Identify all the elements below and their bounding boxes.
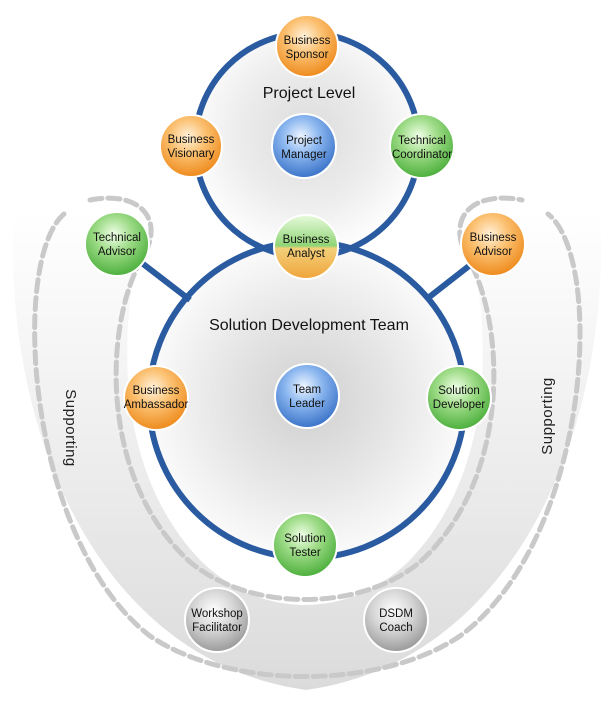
node-solution-tester: Solution Tester [272, 512, 338, 578]
node-label-line: Developer [433, 399, 486, 411]
node-label-line: Business [284, 35, 331, 47]
node-label-line: Advisor [474, 246, 513, 258]
node-label-line: Workshop [191, 608, 243, 620]
node-business-advisor: Business Advisor [460, 211, 526, 277]
node-label-line: Project [286, 135, 323, 147]
node-business-visionary: Business Visionary [159, 114, 223, 178]
node-label-line: Team [293, 384, 321, 396]
node-label-line: Business [470, 232, 517, 244]
svg-text:Sponsor: Sponsor [286, 49, 329, 61]
node-label-line: Sponsor [286, 49, 329, 61]
node-label-line: DSDM [379, 608, 413, 620]
node-label-line: Advisor [98, 246, 137, 258]
node-team-leader: Team Leader [274, 363, 340, 429]
node-business-ambassador: Business Ambassador [123, 365, 189, 431]
node-project-manager: Project Manager [271, 113, 337, 179]
watermark-text: 知乎 @优普丰敏捷教练Sc... [416, 687, 600, 704]
node-dsdm-coach: DSDM Coach [363, 587, 429, 653]
node-technical-coordinator: Technical Coordinator [389, 113, 455, 179]
node-label-line: Solution [438, 385, 480, 397]
node-business-sponsor: Business Sponsor [275, 14, 339, 78]
node-business-analyst: Business Analyst [273, 214, 339, 280]
node-label-line: Coach [379, 622, 412, 634]
node-label-line: Facilitator [192, 622, 242, 634]
node-technical-advisor: Technical Advisor [84, 211, 150, 277]
node-label-line: Ambassador [124, 399, 189, 411]
solution-team-title: Solution Development Team [209, 317, 409, 334]
svg-text:Business: Business [284, 35, 331, 47]
supporting-label-left: Supporting [62, 389, 79, 467]
node-workshop-facilitator: Workshop Facilitator [184, 587, 250, 653]
node-label-line: Business [133, 385, 180, 397]
supporting-label-right: Supporting [539, 377, 556, 455]
node-label-line: Coordinator [392, 149, 452, 161]
node-label-line: Business [168, 134, 215, 146]
node-label-line: Technical [398, 135, 446, 147]
node-solution-developer: Solution Developer [426, 365, 492, 431]
node-label-line: Leader [289, 398, 325, 410]
node-label-line: Visionary [167, 148, 214, 160]
node-label-line: Business [283, 234, 330, 246]
supporting-band [12, 212, 602, 690]
supporting-dashed-outer [32, 211, 583, 679]
node-label-line: Solution [284, 533, 326, 545]
node-label-line: Tester [289, 547, 320, 559]
node-label-line: Manager [281, 149, 327, 161]
node-label-line: Analyst [287, 248, 326, 260]
node-label-line: Technical [93, 232, 141, 244]
project-level-title: Project Level [263, 85, 356, 102]
